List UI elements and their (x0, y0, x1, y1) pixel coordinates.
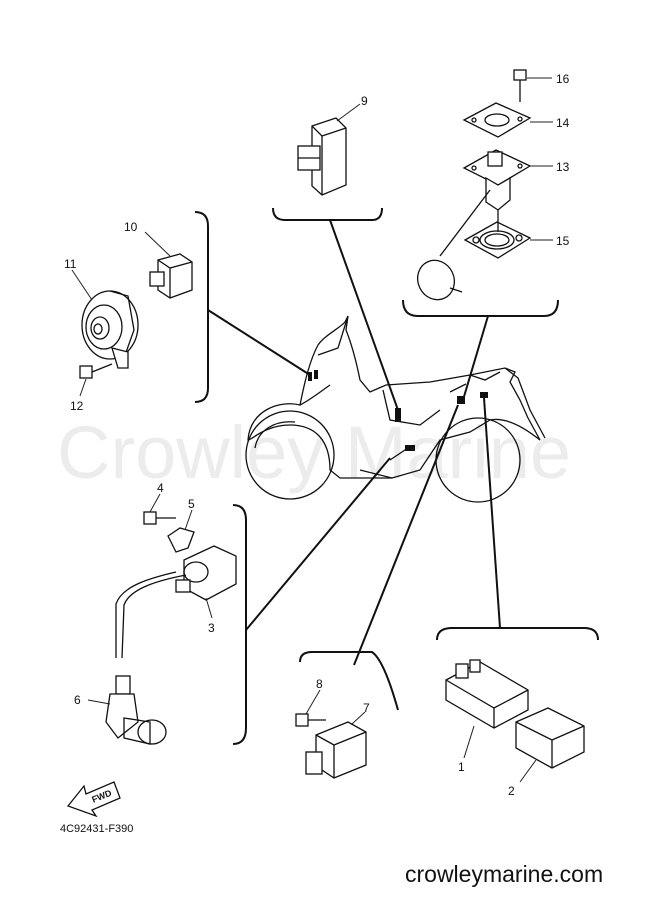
part-12-bolt (79, 363, 113, 397)
callout-11: 11 (64, 257, 77, 271)
part-9-unit (297, 103, 361, 196)
watermark: Crowley Marine (57, 411, 571, 494)
callout-8: 8 (316, 677, 323, 691)
callout-5: 5 (188, 497, 195, 511)
callout-6: 6 (74, 693, 81, 707)
callout-4: 4 (157, 481, 164, 495)
part-5-bracket (167, 509, 195, 553)
callout-3: 3 (208, 621, 215, 635)
bracket-bottom-middle (299, 651, 399, 711)
fwd-arrow-icon: FWD (66, 781, 121, 818)
bracket-left-lower (232, 504, 247, 745)
part-2-cover (515, 707, 585, 783)
part-14-plate (462, 102, 532, 138)
callout-9: 9 (361, 94, 368, 108)
bracket-top-right (402, 299, 559, 317)
leader-lines (207, 219, 501, 666)
bracket-bottom-right (436, 627, 599, 641)
bracket-left-upper (194, 211, 209, 403)
part-7-cdi-unit (305, 711, 367, 779)
callout-14: 14 (556, 116, 570, 130)
callout-12: 12 (70, 399, 84, 413)
callout-15: 15 (556, 234, 570, 248)
scooter-outline (245, 315, 546, 503)
part-1-rectifier (445, 659, 529, 759)
part-8-bolt (295, 689, 326, 727)
callout-10: 10 (124, 220, 138, 234)
part-6-plug-cap (87, 675, 167, 745)
part-16-bolt (513, 69, 552, 102)
callout-13: 13 (556, 160, 570, 174)
part-3-coil (115, 545, 237, 659)
part-15-gasket (463, 210, 532, 259)
callout-16: 16 (556, 72, 570, 86)
part-11-horn (71, 269, 139, 369)
website-label: crowleymarine.com (405, 861, 603, 887)
part-4-bolt (143, 493, 176, 525)
callout-7: 7 (363, 701, 370, 715)
callout-1: 1 (458, 760, 465, 774)
drawing-code: 4C92431-F390 (60, 823, 133, 835)
part-13-sender (416, 149, 532, 301)
bracket-top-middle (272, 207, 383, 221)
part-10-relay (144, 231, 193, 299)
callout-2: 2 (508, 784, 515, 798)
